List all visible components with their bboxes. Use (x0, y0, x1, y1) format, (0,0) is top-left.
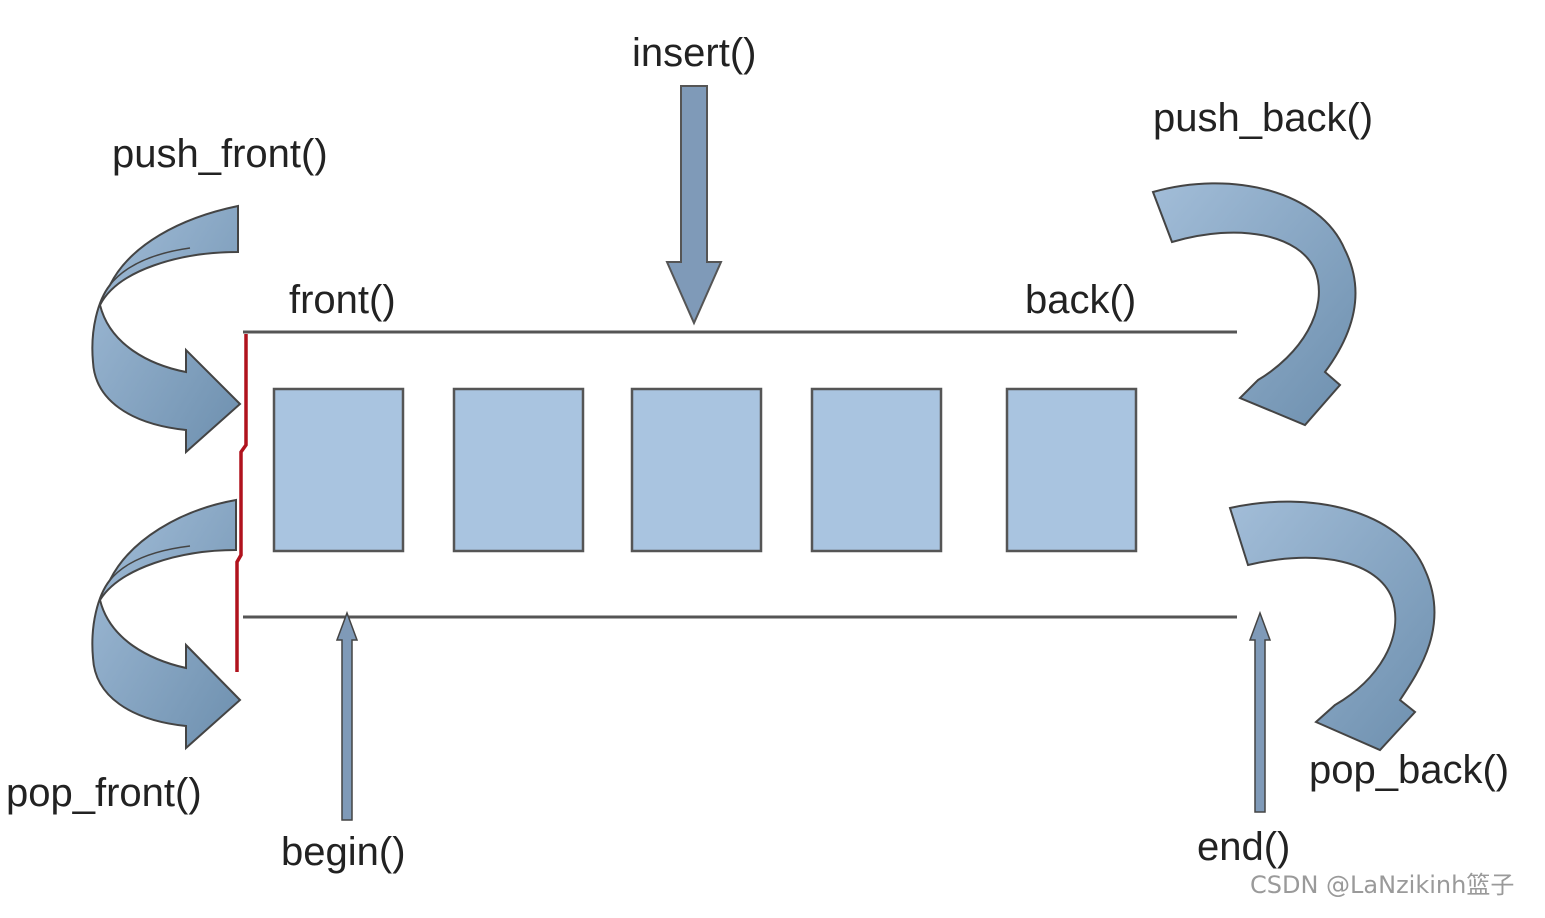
element-cell-5 (1005, 387, 1138, 553)
element-cell-2 (452, 387, 585, 553)
element-cell-4 (810, 387, 943, 553)
insert-label: insert() (632, 31, 757, 75)
begin-label: begin() (281, 830, 406, 874)
pop-front-label: pop_front() (6, 771, 202, 815)
back-label: back() (1025, 278, 1137, 322)
push-back-arrow-icon (1151, 182, 1357, 427)
front-label: front() (289, 278, 396, 322)
pop-back-arrow-icon (1228, 500, 1436, 752)
insert-arrow-icon (665, 85, 723, 326)
pop-back-label: pop_back() (1309, 748, 1510, 792)
element-cell-1 (272, 387, 405, 553)
deque-elements (272, 387, 1138, 553)
push-front-label: push_front() (112, 132, 328, 176)
push-back-label: push_back() (1153, 96, 1374, 140)
watermark: CSDN @LaNzikinh篮子 (1250, 871, 1515, 899)
end-label: end() (1197, 825, 1291, 869)
pop-front-arrow-icon (91, 498, 242, 751)
end-arrow-icon (1248, 610, 1272, 813)
front-edge-line (235, 334, 248, 672)
begin-arrow-icon (335, 610, 359, 821)
push-front-arrow-icon (91, 204, 242, 455)
element-cell-3 (630, 387, 763, 553)
